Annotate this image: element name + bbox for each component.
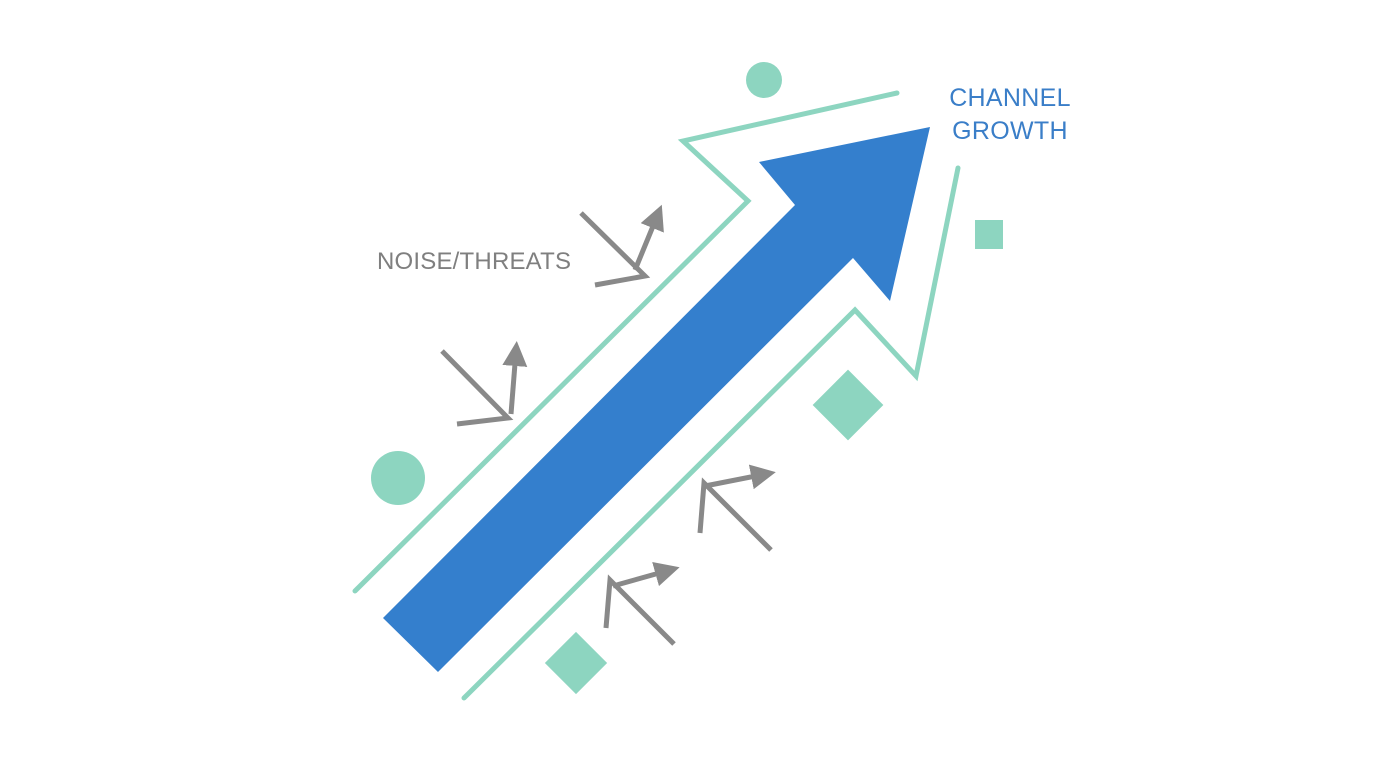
deflected-arrow-icon (697, 477, 773, 552)
upper-channel-wall (352, 90, 900, 594)
deflected-arrow-icon (632, 204, 664, 271)
deflected-arrow-icon (704, 464, 776, 490)
channel-growth-label-line2: GROWTH (952, 117, 1068, 145)
main-growth-arrow (383, 127, 930, 672)
noise-arrows (440, 204, 776, 646)
channel-walls (352, 90, 961, 701)
lower-channel-wall (461, 165, 961, 701)
square-icon (544, 631, 608, 695)
deflected-arrow-icon (612, 562, 680, 589)
deflected-arrow-icon (579, 211, 651, 288)
decorations (371, 62, 1003, 695)
channel-growth-label: CHANNEL GROWTH (940, 82, 1080, 148)
circle-icon (746, 62, 782, 98)
deflected-arrow-icon (502, 341, 528, 415)
deflected-arrow-icon (440, 349, 514, 427)
deflected-arrow-icon (603, 574, 676, 646)
noise-threats-label: NOISE/THREATS (377, 248, 572, 275)
square-icon (812, 369, 884, 441)
square-icon (975, 220, 1003, 249)
channel-growth-label-line1: CHANNEL (949, 84, 1071, 112)
circle-icon (371, 451, 425, 505)
